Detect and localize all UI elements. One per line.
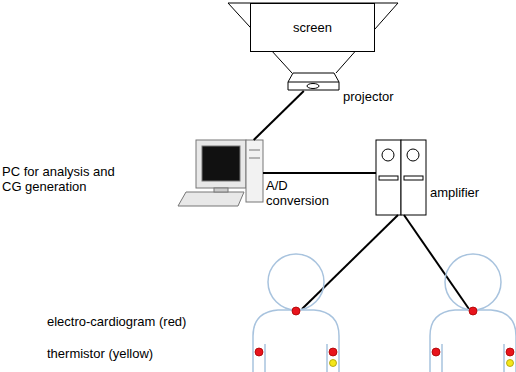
projector-box: projector [287, 72, 340, 91]
connector-line [263, 172, 376, 174]
thermistor [330, 360, 514, 367]
amplifier-box: amplifier [376, 140, 426, 215]
node-label: PC for analysis and CG generation [2, 164, 132, 194]
computer-icon [178, 140, 263, 206]
connector-label: A/D conversion [266, 178, 332, 208]
legend-note: electro-cardiogram (red) [47, 314, 186, 329]
connector-line [254, 91, 304, 140]
text-holder: projector [343, 89, 423, 104]
projector-outline [287, 72, 340, 91]
computer-box: PC for analysis and CG generation [177, 140, 263, 206]
legend-note: thermistor (yellow) [47, 346, 153, 361]
node-label: screen [293, 20, 332, 35]
ecg-electrode [255, 307, 514, 356]
text-holder: amplifier [430, 185, 510, 200]
node-label: projector [343, 89, 423, 104]
screen-box: screen [250, 3, 375, 52]
person-figure [253, 254, 516, 372]
projection-beam [228, 3, 398, 73]
node-label: amplifier [430, 185, 510, 200]
electrode-wire [302, 215, 469, 309]
text-holder: screen [251, 4, 374, 51]
amplifier-icon [376, 140, 426, 215]
text-holder: PC for analysis and CG generation [2, 164, 132, 194]
